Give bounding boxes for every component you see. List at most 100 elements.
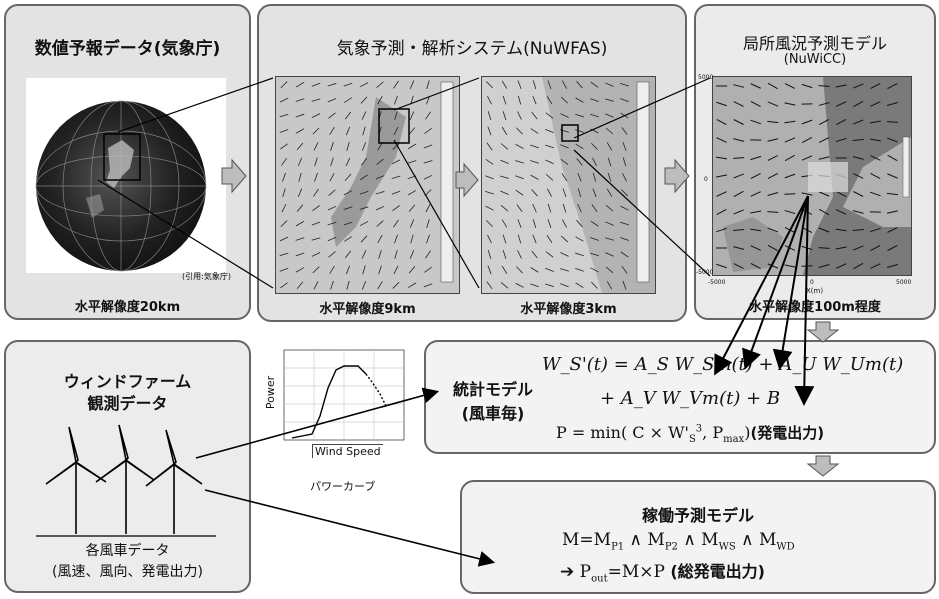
wind-vector <box>485 191 494 195</box>
wind-vector <box>295 252 305 257</box>
statistical-formula-line3-sub: max <box>723 434 745 446</box>
statistical-label-line2: (風車毎) <box>461 404 525 423</box>
wind-vector <box>784 102 796 106</box>
wind-vector <box>767 138 779 142</box>
wind-vector <box>344 250 352 259</box>
windfarm-caption-line2: (風速、風向、発電出力) <box>52 564 203 580</box>
wind-vector <box>547 219 552 228</box>
wind-vector <box>486 81 493 89</box>
wind-vector <box>530 174 539 180</box>
wind-vector <box>298 172 302 182</box>
wind-vector <box>515 160 524 164</box>
wind-vector <box>343 206 353 210</box>
wind-vector <box>547 80 552 90</box>
nuwicc-tick-y-mid: 0 <box>704 176 708 183</box>
wind-vector <box>313 281 319 290</box>
statistical-formula-line3: P = min( C × W'S3, Pmax)(発電出力) <box>556 423 825 446</box>
wind-vector <box>517 80 522 90</box>
wind-vector <box>361 250 367 259</box>
wind-vector <box>733 101 744 107</box>
wind-vector <box>784 83 796 89</box>
wind-vector <box>314 157 318 167</box>
wind-vector <box>487 126 492 136</box>
wind-vector <box>501 80 508 89</box>
wind-vector <box>560 283 569 288</box>
globe-image <box>26 78 226 273</box>
wind-vector <box>887 245 898 251</box>
wind-vector <box>485 158 494 165</box>
nwp-resolution: 水平解像度20km <box>74 300 181 315</box>
wind-vector <box>532 95 537 105</box>
wind-vector <box>502 95 507 105</box>
statistical-formula-line3-prefix: P = min( C × W' <box>556 423 689 442</box>
wind-vector <box>311 82 321 87</box>
wind-vector <box>733 84 745 88</box>
wind-vector <box>394 111 398 120</box>
statistical-label: 統計モデル (風車毎) <box>438 376 548 424</box>
wind-vector <box>836 190 847 198</box>
wind-vector <box>606 281 613 290</box>
wind-vector <box>311 237 321 241</box>
wind-vector <box>767 155 778 161</box>
wind-vector <box>767 173 778 179</box>
wind-vector <box>424 128 432 134</box>
power-curve-ylabel: Power <box>264 375 278 410</box>
wind-vector <box>327 221 337 226</box>
wind-vector <box>425 111 431 120</box>
wind-vector <box>328 112 336 119</box>
wind-vector <box>560 235 569 243</box>
wind-vector <box>852 229 864 231</box>
wind-vector <box>767 82 778 90</box>
wind-vector <box>378 265 382 275</box>
wind-vector <box>281 203 287 213</box>
statistical-formula-line1: W_S'(t) = A_S W_Sm(t) + A_U W_Um(t) <box>542 354 904 375</box>
wind-vector <box>835 101 847 107</box>
wind-vector <box>750 119 762 125</box>
power-curve-caption: パワーカーブ <box>310 480 376 493</box>
wind-vector <box>818 191 830 197</box>
wind-vector <box>280 282 288 289</box>
wind-vector <box>295 82 305 88</box>
wind-vector <box>375 205 385 211</box>
wind-vector <box>622 142 627 151</box>
wind-vector <box>531 250 538 259</box>
wind-vector <box>716 101 727 107</box>
wind-vector <box>852 83 864 89</box>
wind-vector <box>887 227 898 233</box>
wind-vector <box>500 190 509 195</box>
wind-vector <box>835 84 847 88</box>
wind-turbines-illustration <box>36 422 216 542</box>
wind-vector <box>344 173 352 181</box>
wind-vector <box>547 188 552 197</box>
wind-vector <box>500 204 509 212</box>
wind-vector <box>575 282 584 289</box>
wind-vector <box>591 142 598 150</box>
wind-vector <box>531 189 538 197</box>
nuwicc-tick-y-bottom: -5000 <box>696 269 714 276</box>
wind-vector <box>562 203 567 213</box>
wind-vector <box>362 265 366 275</box>
wind-vector <box>343 97 353 103</box>
wind-vector <box>853 100 864 108</box>
nuwicc-tick-x-right: 5000 <box>896 279 912 286</box>
wind-vector <box>296 281 304 289</box>
wind-vector <box>517 111 522 120</box>
wind-vector <box>329 265 335 274</box>
wind-vector <box>501 265 508 274</box>
wind-vector <box>361 111 367 120</box>
statistical-formula-line2: + A_V W_Vm(t) + B <box>600 388 781 409</box>
wind-vector <box>560 252 569 257</box>
wind-vector <box>295 237 305 241</box>
wind-vector <box>487 95 492 105</box>
wind-vector <box>346 141 350 151</box>
nuwfas-resolution-9km: 水平解像度9km <box>319 302 416 317</box>
map-3km <box>481 76 656 294</box>
wind-vector <box>346 280 350 290</box>
wind-vector <box>515 189 524 196</box>
wind-vector <box>295 128 305 134</box>
nuwicc-title: 局所風況予測モデル <box>742 34 887 53</box>
wind-vector <box>767 101 779 107</box>
wind-vector <box>767 120 779 124</box>
wind-vector <box>575 143 584 150</box>
power-curve-chart: Power Wind Speed <box>262 346 412 466</box>
